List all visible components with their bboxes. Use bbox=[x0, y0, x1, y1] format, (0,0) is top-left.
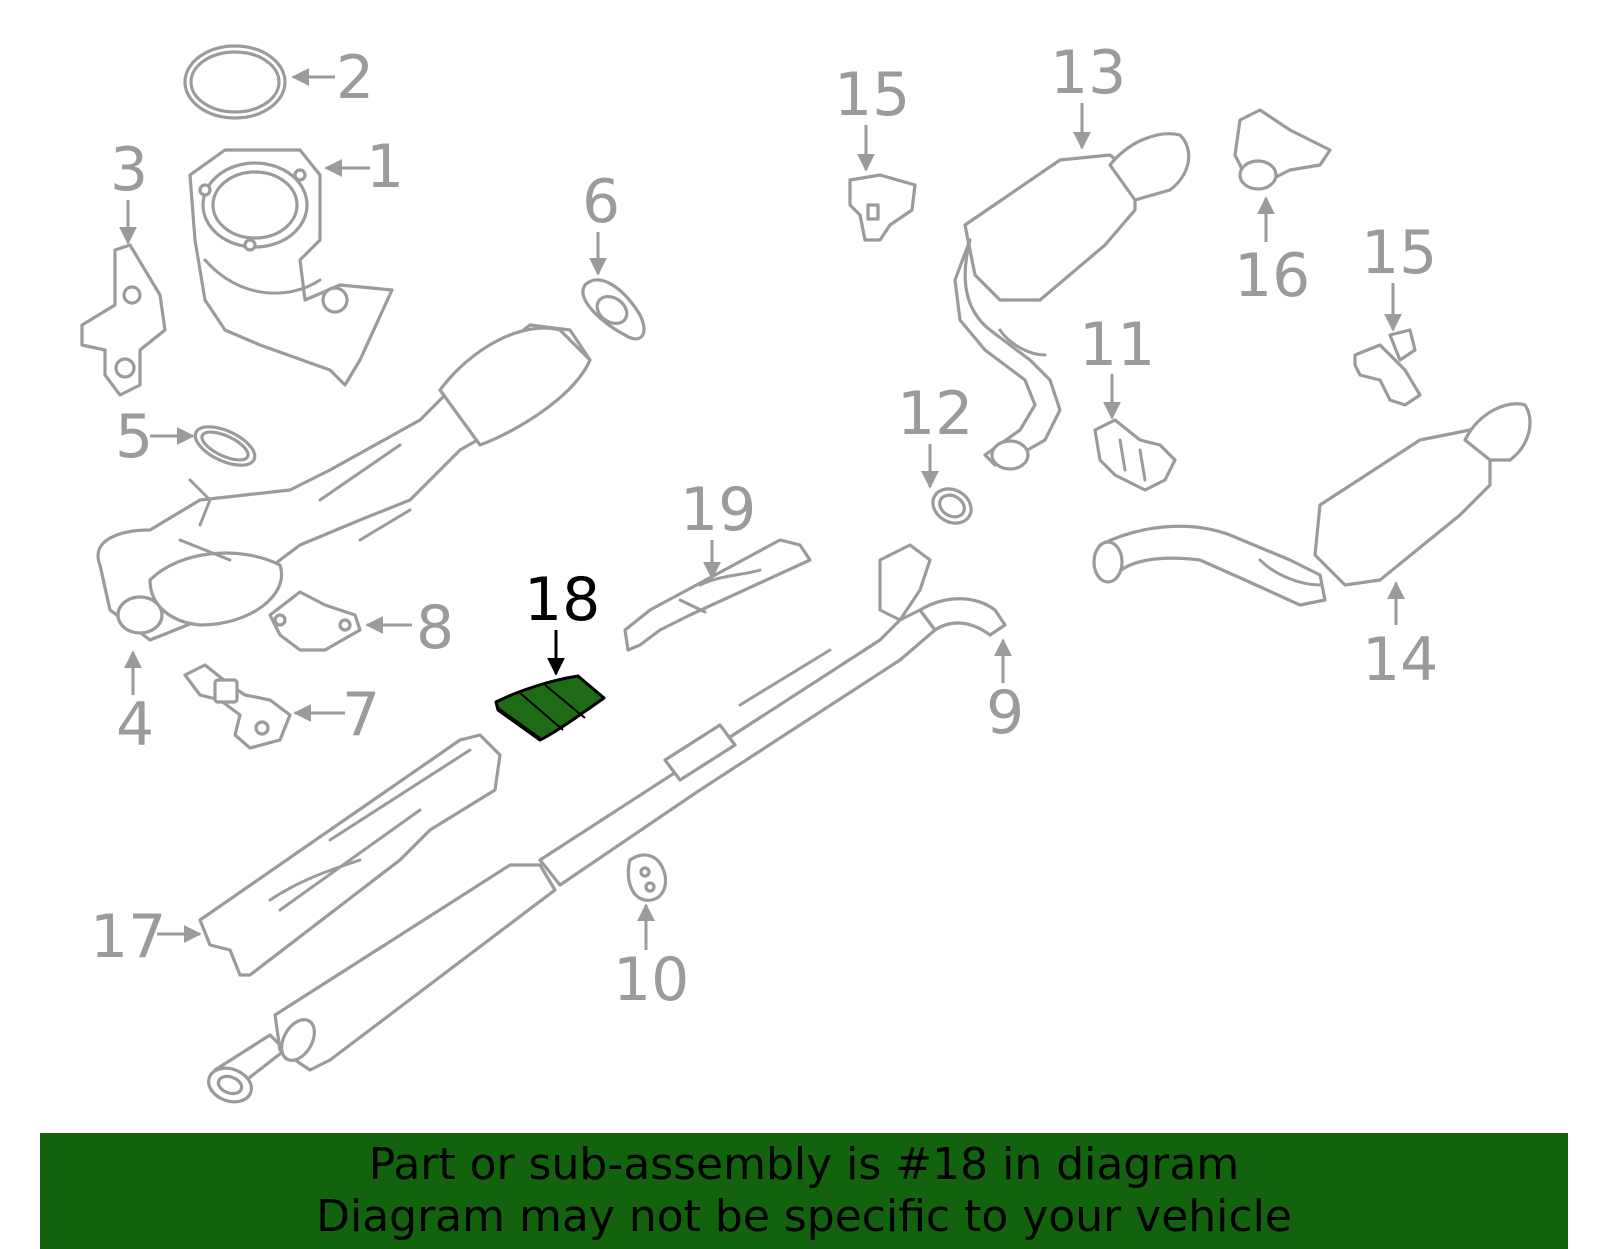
info-banner: Part or sub-assembly is #18 in diagram D… bbox=[40, 1133, 1568, 1249]
part-2-gasket bbox=[183, 44, 287, 120]
part-7-hanger bbox=[183, 663, 292, 750]
part-6-flange-gasket bbox=[581, 278, 646, 341]
callout-14: 14 bbox=[1362, 625, 1438, 695]
part-16-tail-finisher bbox=[1233, 108, 1332, 191]
callout-5: 5 bbox=[115, 402, 153, 472]
part-15-bracket-lower bbox=[1353, 328, 1422, 407]
part-15-bracket-upper bbox=[848, 173, 917, 242]
part-12-gasket bbox=[931, 487, 973, 525]
callout-18: 18 bbox=[524, 565, 600, 635]
part-5-gasket bbox=[193, 425, 257, 467]
callout-15-lower: 15 bbox=[1361, 218, 1437, 288]
callout-13: 13 bbox=[1050, 38, 1126, 108]
callout-1: 1 bbox=[366, 132, 404, 202]
part-14-muffler bbox=[1092, 402, 1532, 607]
part-17-heat-shield bbox=[198, 733, 502, 977]
callout-6: 6 bbox=[582, 167, 620, 237]
leader-lines bbox=[119, 68, 1405, 950]
part-11-hanger-bracket bbox=[1093, 418, 1177, 492]
callout-16: 16 bbox=[1234, 241, 1310, 311]
callout-10: 10 bbox=[613, 945, 689, 1015]
part-4-front-pipe bbox=[96, 323, 592, 642]
part-3-bracket bbox=[80, 243, 167, 397]
part-19-heat-shield bbox=[623, 538, 812, 652]
callout-9: 9 bbox=[986, 678, 1024, 748]
callout-17: 17 bbox=[90, 902, 166, 972]
center-pipe-resonator bbox=[207, 543, 1007, 1104]
callout-19: 19 bbox=[680, 475, 756, 545]
banner-line-2: Diagram may not be specific to your vehi… bbox=[316, 1191, 1292, 1242]
callout-8: 8 bbox=[416, 593, 454, 663]
part-10-hanger bbox=[626, 853, 668, 902]
callout-7: 7 bbox=[342, 680, 380, 750]
callout-12: 12 bbox=[897, 379, 973, 449]
part-1-manifold-converter bbox=[188, 148, 394, 387]
callout-11: 11 bbox=[1079, 310, 1155, 380]
callout-labels: 1 2 3 4 5 6 7 8 9 10 11 12 13 14 15 15 1… bbox=[90, 38, 1438, 1015]
callout-2: 2 bbox=[336, 43, 374, 113]
callout-4: 4 bbox=[116, 690, 154, 760]
callout-3: 3 bbox=[110, 135, 148, 205]
callout-15-upper: 15 bbox=[834, 60, 910, 130]
banner-line-1: Part or sub-assembly is #18 in diagram bbox=[368, 1139, 1240, 1190]
part-13-muffler bbox=[953, 132, 1191, 471]
part-18-heat-shield-highlighted bbox=[494, 674, 606, 742]
part-8-bracket bbox=[268, 590, 362, 652]
